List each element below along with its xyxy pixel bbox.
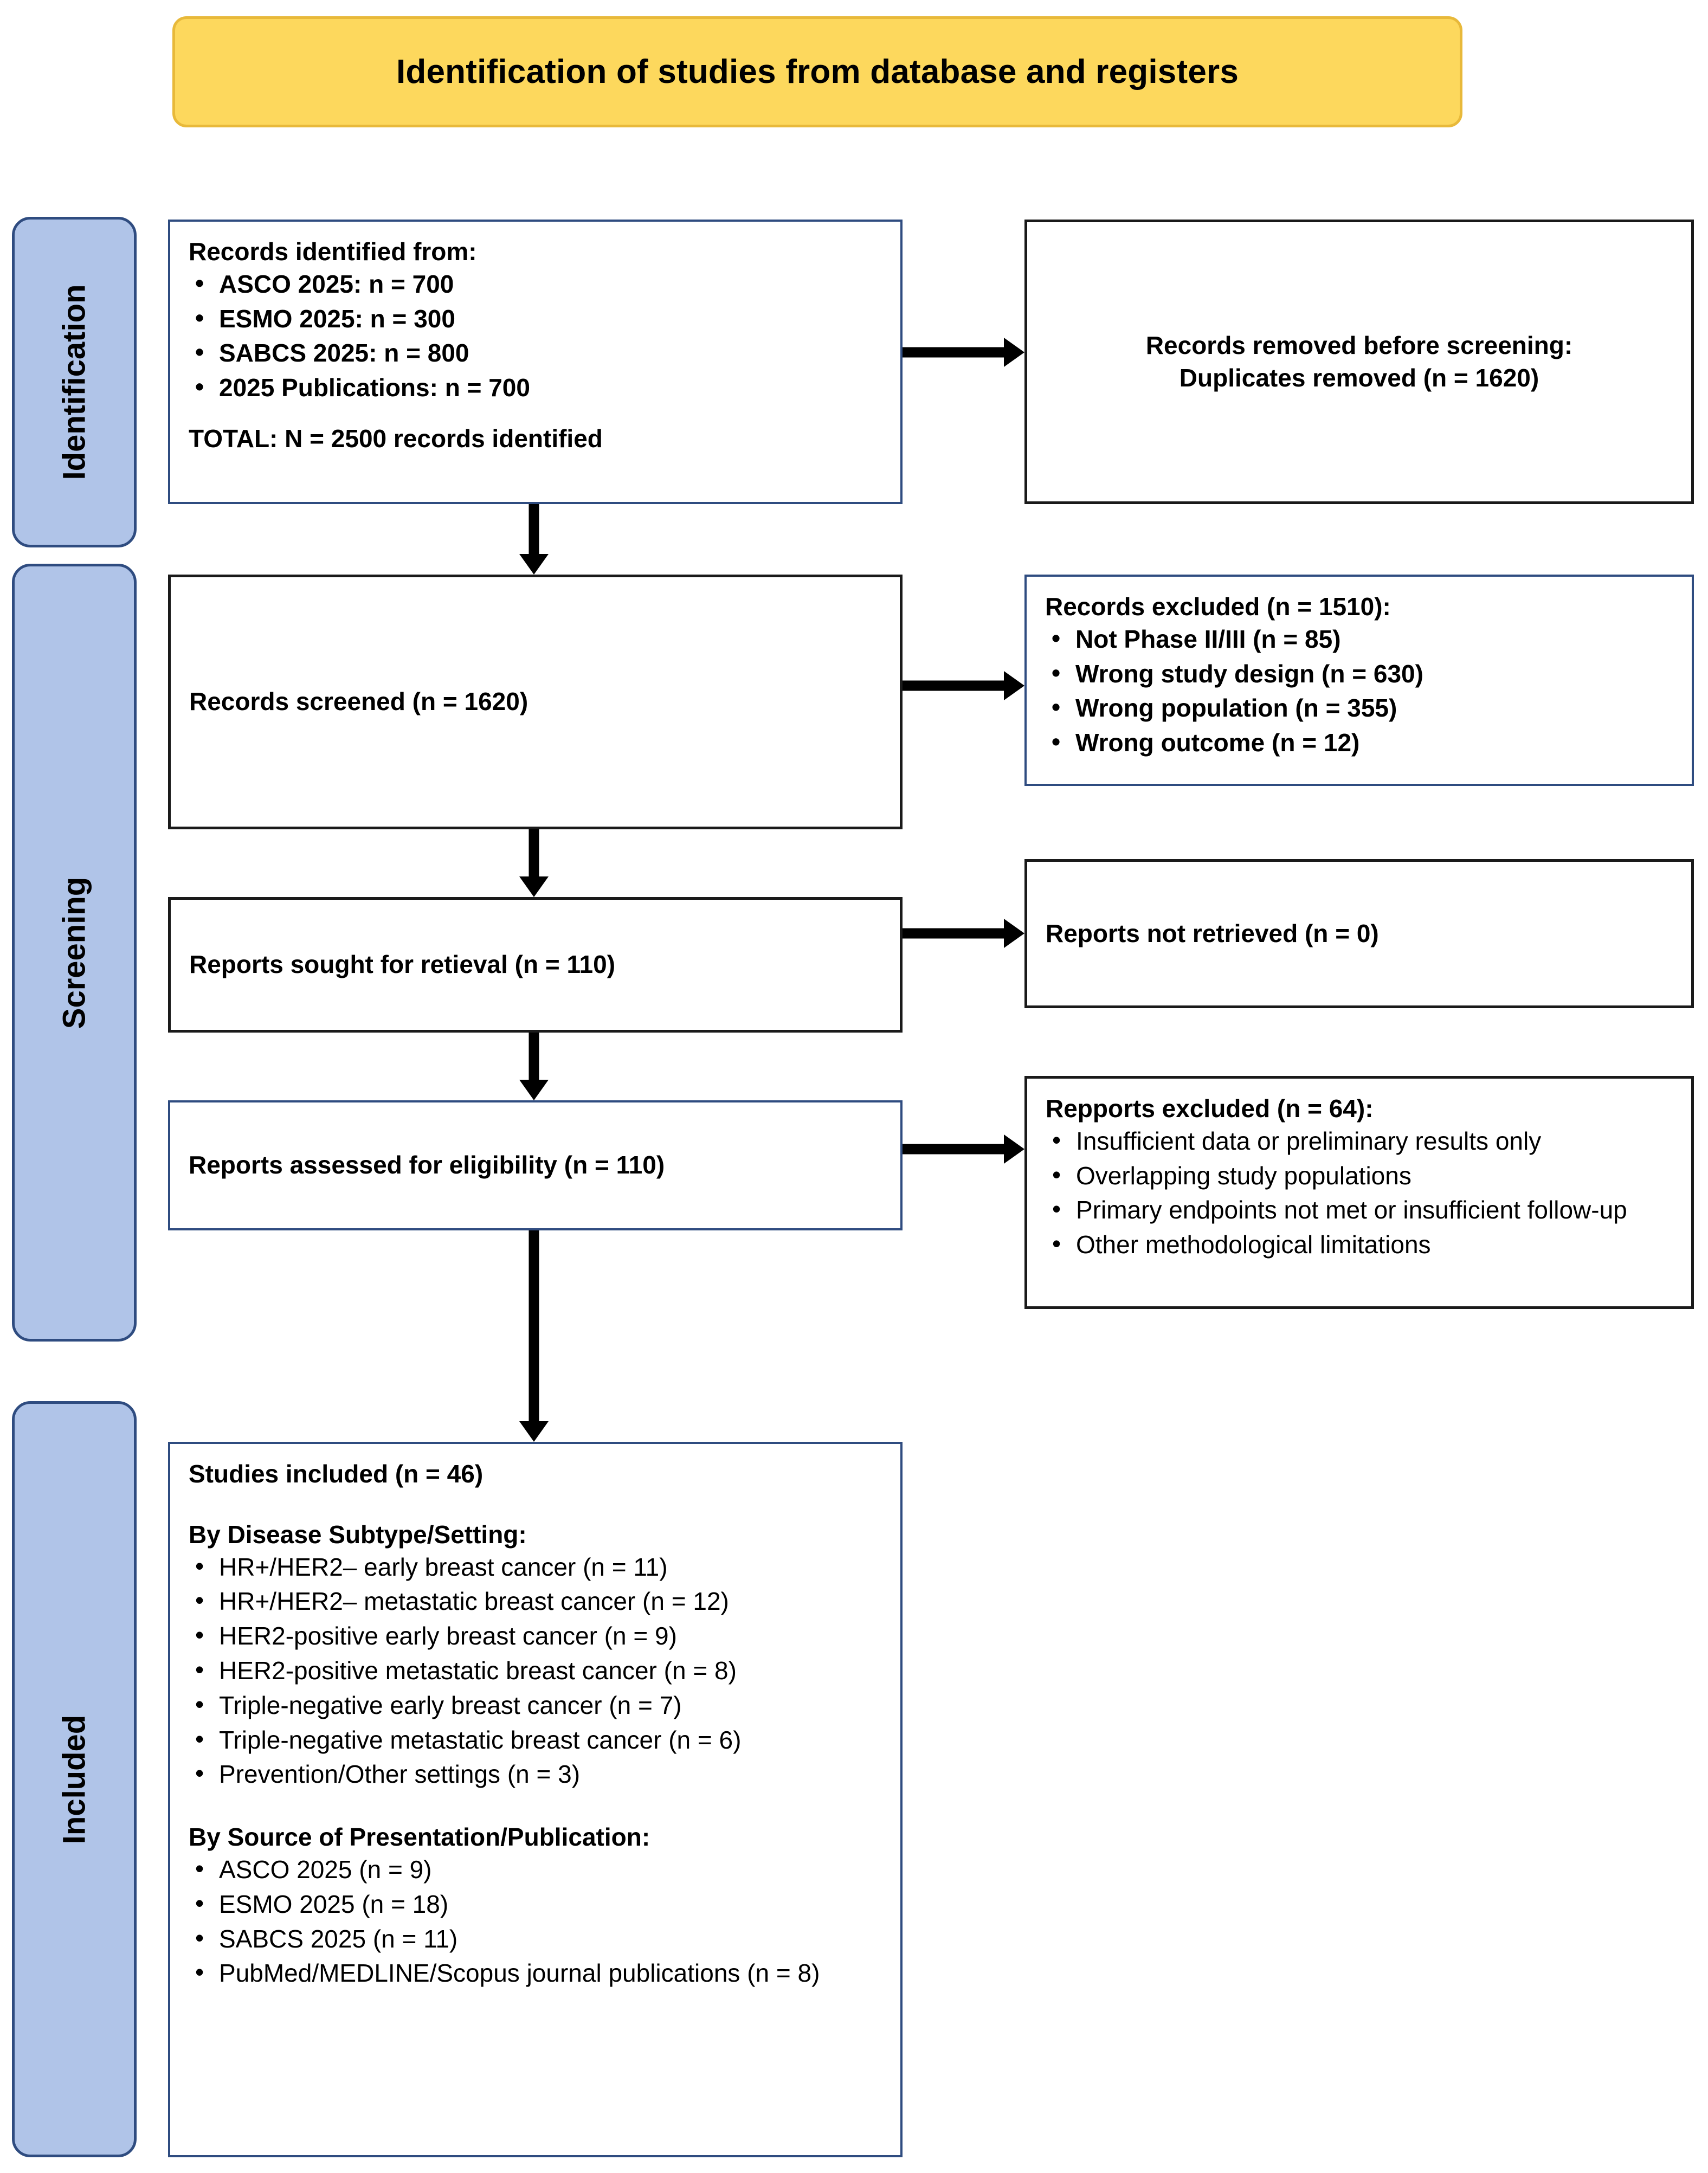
- spacer: [189, 407, 882, 423]
- list-item: 2025 Publications: n = 700: [189, 371, 882, 404]
- list-item: SABCS 2025: n = 800: [189, 336, 882, 370]
- spacer: [189, 1793, 882, 1821]
- reports-excluded-heading: Repports excluded (n = 64):: [1046, 1094, 1374, 1123]
- records-removed-line-1: Records removed before screening:: [1145, 331, 1573, 359]
- phase-label-identification: Identification: [56, 284, 92, 480]
- arrow-head: [519, 1421, 549, 1442]
- records-excluded-content: Records excluded (n = 1510): Not Phase I…: [1045, 591, 1673, 759]
- arrow-identified-to-screened: [518, 504, 550, 575]
- box-records-removed: Records removed before screening: Duplic…: [1024, 220, 1694, 504]
- records-identified-total: TOTAL: N = 2500 records identified: [189, 424, 603, 453]
- list-item: ASCO 2025: n = 700: [189, 267, 882, 301]
- reports-excluded-content: Repports excluded (n = 64): Insufficient…: [1046, 1093, 1673, 1261]
- arrow-shaft: [903, 347, 1006, 358]
- arrow-assessed-to-included: [518, 1230, 550, 1442]
- arrow-head: [1004, 1134, 1024, 1164]
- box-reports-not-retrieved: Reports not retrieved (n = 0): [1024, 859, 1694, 1008]
- records-excluded-heading: Records excluded (n = 1510):: [1045, 592, 1391, 621]
- arrow-head: [519, 876, 549, 897]
- arrow-head: [1004, 919, 1024, 948]
- list-item: Prevention/Other settings (n = 3): [189, 1757, 882, 1791]
- list-item: Wrong outcome (n = 12): [1045, 726, 1673, 759]
- arrow-shaft: [528, 504, 539, 556]
- list-item: SABCS 2025 (n = 11): [189, 1922, 882, 1956]
- list-item: Insufficient data or preliminary results…: [1046, 1124, 1673, 1158]
- source-heading: By Source of Presentation/Publication:: [189, 1823, 650, 1852]
- list-item: Not Phase II/III (n = 85): [1045, 622, 1673, 656]
- source-list: ASCO 2025 (n = 9) ESMO 2025 (n = 18) SAB…: [189, 1853, 882, 1990]
- spacer: [189, 1491, 882, 1519]
- phase-label-screening: Screening: [56, 876, 92, 1029]
- list-item: ASCO 2025 (n = 9): [189, 1853, 882, 1886]
- reports-excluded-list: Insufficient data or preliminary results…: [1046, 1124, 1673, 1261]
- list-item: ESMO 2025: n = 300: [189, 302, 882, 336]
- arrow-sought-to-assessed: [518, 1033, 550, 1100]
- arrow-shaft: [903, 928, 1006, 939]
- arrow-shaft: [903, 1144, 1006, 1155]
- arrow-shaft: [903, 680, 1006, 691]
- phase-bar-screening: Screening: [12, 564, 137, 1342]
- reports-not-retrieved-content: Reports not retrieved (n = 0): [1046, 876, 1673, 991]
- arrow-head: [1004, 671, 1024, 700]
- box-studies-included: Studies included (n = 46) By Disease Sub…: [168, 1442, 903, 2157]
- box-records-identified: Records identified from: ASCO 2025: n = …: [168, 220, 903, 504]
- arrow-sought-to-not-retrieved: [903, 917, 1024, 950]
- reports-sought-content: Reports sought for retieval (n = 110): [189, 914, 881, 1016]
- studies-included-heading: Studies included (n = 46): [189, 1460, 484, 1488]
- phase-label-included: Included: [56, 1714, 92, 1844]
- records-screened-content: Records screened (n = 1620): [189, 591, 881, 813]
- arrow-shaft: [528, 1230, 539, 1423]
- arrow-screened-to-excluded: [903, 669, 1024, 702]
- box-records-excluded: Records excluded (n = 1510): Not Phase I…: [1024, 575, 1694, 786]
- list-item: HR+/HER2– metastatic breast cancer (n = …: [189, 1584, 882, 1618]
- arrow-assessed-to-excluded: [903, 1133, 1024, 1165]
- list-item: Triple-negative metastatic breast cancer…: [189, 1723, 882, 1757]
- reports-sought-label: Reports sought for retieval (n = 110): [189, 950, 616, 979]
- list-item: Triple-negative early breast cancer (n =…: [189, 1688, 882, 1722]
- subtype-heading: By Disease Subtype/Setting:: [189, 1520, 527, 1549]
- list-item: Overlapping study populations: [1046, 1159, 1673, 1192]
- phase-bar-included: Included: [12, 1401, 137, 2157]
- records-removed-line-2: Duplicates removed (n = 1620): [1179, 363, 1539, 392]
- reports-assessed-label: Reports assessed for eligibility (n = 11…: [189, 1151, 665, 1179]
- subtype-list: HR+/HER2– early breast cancer (n = 11) H…: [189, 1550, 882, 1791]
- box-records-screened: Records screened (n = 1620): [168, 575, 903, 829]
- arrow-head: [519, 554, 549, 575]
- records-identified-list: ASCO 2025: n = 700 ESMO 2025: n = 300 SA…: [189, 267, 882, 404]
- records-excluded-list: Not Phase II/III (n = 85) Wrong study de…: [1045, 622, 1673, 759]
- list-item: ESMO 2025 (n = 18): [189, 1887, 882, 1921]
- phase-bar-identification: Identification: [12, 217, 137, 547]
- reports-assessed-content: Reports assessed for eligibility (n = 11…: [189, 1117, 882, 1214]
- list-item: Wrong population (n = 355): [1045, 691, 1673, 725]
- reports-not-retrieved-label: Reports not retrieved (n = 0): [1046, 919, 1379, 947]
- list-item: HER2-positive metastatic breast cancer (…: [189, 1654, 882, 1687]
- arrow-shaft: [528, 829, 539, 878]
- arrow-shaft: [528, 1033, 539, 1081]
- records-removed-content: Records removed before screening: Duplic…: [1046, 236, 1673, 487]
- box-reports-excluded: Repports excluded (n = 64): Insufficient…: [1024, 1076, 1694, 1309]
- arrow-screened-to-sought: [518, 829, 550, 897]
- arrow-head: [1004, 338, 1024, 367]
- list-item: HER2-positive early breast cancer (n = 9…: [189, 1619, 882, 1653]
- records-identified-heading: Records identified from:: [189, 237, 477, 266]
- list-item: Primary endpoints not met or insufficien…: [1046, 1193, 1673, 1227]
- list-item: PubMed/MEDLINE/Scopus journal publicatio…: [189, 1956, 882, 1990]
- arrow-identified-to-removed: [903, 336, 1024, 369]
- records-screened-label: Records screened (n = 1620): [189, 687, 528, 716]
- records-identified-content: Records identified from: ASCO 2025: n = …: [189, 236, 882, 455]
- list-item: Wrong study design (n = 630): [1045, 657, 1673, 691]
- box-reports-assessed: Reports assessed for eligibility (n = 11…: [168, 1100, 903, 1230]
- list-item: Other methodological limitations: [1046, 1228, 1673, 1261]
- studies-included-content: Studies included (n = 46) By Disease Sub…: [189, 1458, 882, 1990]
- list-item: HR+/HER2– early breast cancer (n = 11): [189, 1550, 882, 1584]
- box-reports-sought: Reports sought for retieval (n = 110): [168, 897, 903, 1033]
- page-title: Identification of studies from database …: [396, 53, 1239, 91]
- diagram-header-banner: Identification of studies from database …: [172, 16, 1462, 127]
- arrow-head: [519, 1080, 549, 1100]
